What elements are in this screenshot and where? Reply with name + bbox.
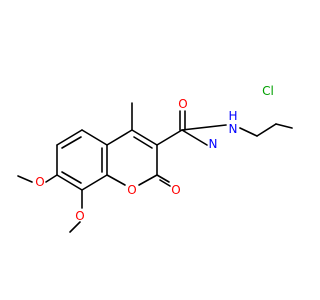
bond	[181, 124, 227, 131]
nitrogen-amide-label: N	[229, 122, 238, 136]
bond	[275, 123, 293, 129]
chlorine-label: Cl	[262, 84, 274, 98]
bond	[159, 179, 171, 187]
oxygen-carbonyl-label: O	[178, 97, 187, 111]
bond	[106, 129, 133, 146]
bond	[56, 129, 83, 146]
nitrogen-indole-label: N	[209, 137, 218, 151]
bond	[156, 174, 170, 183]
oxygen-ring-label: O	[127, 183, 136, 197]
bond	[256, 123, 277, 137]
bond	[239, 127, 258, 137]
bonds	[17, 102, 293, 233]
oxygen-methoxy-8-label: O	[75, 209, 84, 223]
bond	[17, 175, 33, 183]
bond	[133, 136, 153, 149]
bond	[131, 129, 158, 146]
bond	[61, 136, 82, 149]
bond	[138, 174, 158, 186]
oxygen-methoxy-7-label: O	[35, 175, 44, 189]
bond	[106, 174, 126, 186]
hydrogen-amide-label: H	[228, 109, 237, 123]
bond	[156, 129, 183, 146]
bond	[81, 174, 108, 191]
bond	[56, 174, 83, 191]
molecule-canvas: O O O O O N H Cl N	[17, 84, 293, 233]
bond	[181, 129, 208, 146]
bond	[69, 221, 81, 233]
atom-labels: O O O O O N H Cl N	[35, 84, 274, 223]
bond	[45, 174, 58, 183]
molecule-structure: O O O O O N H Cl N	[17, 84, 293, 233]
bond	[81, 129, 108, 146]
bond	[61, 171, 82, 184]
oxygen-lactone-carbonyl-label: O	[171, 183, 180, 197]
